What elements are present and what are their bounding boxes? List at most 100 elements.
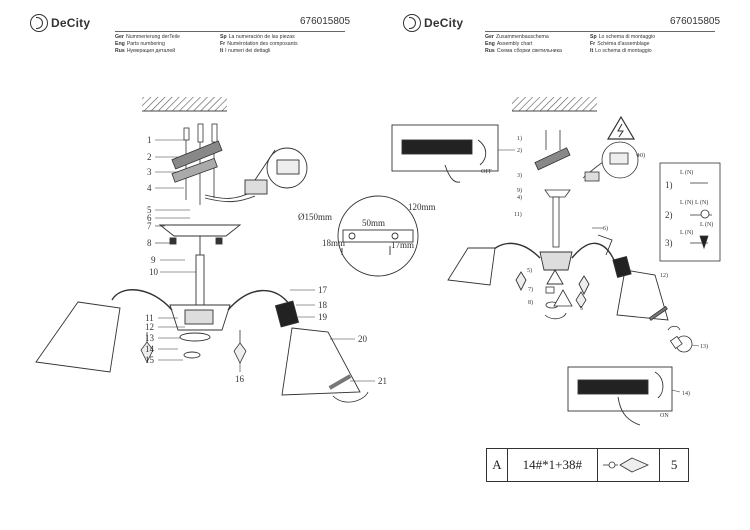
r-callout-10: 10)	[637, 152, 645, 159]
callout-9: 9	[151, 255, 156, 265]
logo-text: DeCity	[424, 16, 464, 30]
parts-table: A 14#*1+38# 5	[486, 448, 689, 482]
right-bulb	[648, 305, 693, 353]
r-callout-9: 9)	[517, 187, 522, 194]
dim-17mm: 17mm	[391, 240, 414, 250]
left-mounting-bar	[171, 140, 223, 183]
warning-triangle-icon	[606, 115, 636, 140]
logo-icon	[30, 14, 48, 32]
wire-label-1: L (N)	[680, 169, 693, 176]
dim-18mm: 18mm	[322, 238, 345, 248]
wire-label-5: L (N)	[700, 221, 713, 228]
right-ceiling	[512, 97, 597, 112]
switch-on-diagram	[567, 366, 673, 426]
left-callouts: 1 2 3 4 5 6 7 8 9 10 11 12 13 14 15 16 1…	[145, 135, 387, 386]
left-rod	[195, 254, 205, 308]
left-wiring	[204, 147, 308, 203]
crystal-icon	[603, 457, 649, 473]
callout-2: 2	[147, 152, 152, 162]
left-callout-lines	[155, 139, 375, 382]
table-label: A	[487, 449, 508, 481]
left-dimension-detail	[337, 195, 419, 277]
product-code: 676015805	[300, 16, 351, 27]
callout-17: 17	[318, 285, 328, 295]
left-dimension-labels: Ø150mm 50mm 120mm 18mm 17mm	[298, 202, 436, 250]
r-callout-13: 13)	[700, 343, 708, 350]
dim-120mm: 120mm	[408, 202, 436, 212]
wire-label-3: L (N)	[695, 199, 708, 206]
callout-5: 5	[147, 205, 152, 215]
callout-18: 18	[318, 300, 328, 310]
callout-3: 3	[147, 167, 152, 177]
left-canopy	[158, 224, 242, 255]
r-callout-5b: 5	[580, 306, 583, 312]
callout-7: 7	[147, 221, 152, 231]
right-small-parts	[544, 286, 587, 320]
brand-logo: DeCity	[30, 14, 90, 32]
switch-off-diagram	[391, 124, 499, 183]
brand-logo: DeCity	[403, 14, 463, 32]
wire-label-2: L (N)	[680, 199, 693, 206]
r-callout-7: 7)	[528, 286, 533, 293]
callout-13: 13	[145, 333, 155, 343]
header-rule	[485, 31, 715, 32]
callout-10: 10	[149, 267, 159, 277]
callout-12: 12	[145, 322, 154, 332]
logo-text: DeCity	[51, 16, 91, 30]
callout-16: 16	[235, 374, 245, 384]
right-mount	[534, 130, 639, 248]
r-callout-5: 5)	[527, 267, 532, 274]
product-code: 676015805	[670, 16, 721, 27]
logo-icon	[403, 14, 421, 32]
wiring-step-2: 2)	[665, 210, 673, 220]
r-callout-14: 14)	[682, 390, 690, 397]
r-callout-12: 12)	[660, 272, 668, 279]
right-callouts: 1) 2) 3) 9) 4) 11) 6) 5) 7) 8) 12) 13) 1…	[498, 135, 708, 397]
wiring-step-1: 1)	[665, 180, 673, 190]
left-ceiling	[142, 97, 227, 112]
callout-1: 1	[147, 135, 152, 145]
left-strip	[328, 374, 369, 403]
callout-6: 6	[147, 213, 152, 223]
dim-50mm: 50mm	[362, 218, 385, 228]
wire-label-4: L (N)	[680, 229, 693, 236]
r-callout-2: 2)	[517, 147, 522, 154]
switch-on-label: ON	[660, 413, 669, 419]
wiring-steps-box	[659, 162, 721, 262]
wiring-step-3: 3)	[665, 238, 673, 248]
left-crystals	[140, 330, 247, 364]
wiring-step-labels: 1) 2) 3) L (N) L (N) L (N) L (N) L (N)	[665, 169, 713, 248]
switch-off-label: OFF	[481, 169, 493, 175]
table-formula: 14#*1+38#	[508, 449, 598, 481]
header-rule	[115, 31, 345, 32]
table-count: 5	[670, 457, 678, 472]
dim-diameter: Ø150mm	[298, 212, 332, 222]
callout-11: 11	[145, 313, 154, 323]
left-arms	[111, 289, 291, 311]
callout-19: 19	[318, 312, 328, 322]
left-shades	[35, 300, 361, 396]
callout-4: 4	[147, 183, 152, 193]
callout-8: 8	[147, 238, 152, 248]
callout-21: 21	[378, 376, 387, 386]
callout-14: 14	[145, 344, 155, 354]
callout-20: 20	[358, 334, 368, 344]
callout-15: 15	[145, 355, 155, 365]
